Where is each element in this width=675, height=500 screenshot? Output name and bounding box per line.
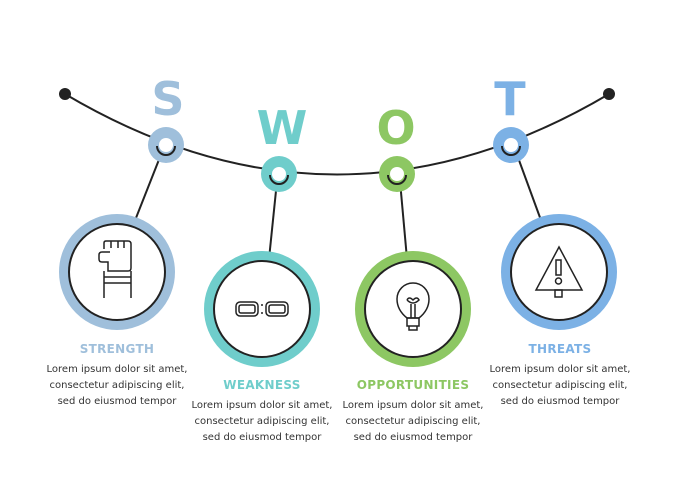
letter-s: S (151, 72, 185, 126)
circle-opportunities (355, 251, 471, 367)
opportunities-text-line: Lorem ipsum dolor sit amet, (342, 400, 484, 411)
circle-weakness (204, 251, 320, 367)
opportunities-title: OPPORTUNITIES (356, 378, 470, 392)
fist-icon (98, 240, 132, 298)
threats-text-line: sed do eiusmod tempor (500, 396, 620, 407)
threats-text-line: Lorem ipsum dolor sit amet, (489, 364, 631, 375)
strength-text-line: consectetur adipiscing elit, (49, 380, 185, 391)
circle-strength (59, 214, 175, 330)
strength-text-line: Lorem ipsum dolor sit amet, (46, 364, 188, 375)
weakness-text-line: Lorem ipsum dolor sit amet, (191, 400, 333, 411)
threats-title: THREATS (528, 342, 592, 356)
connector-t (515, 151, 543, 224)
node-o (379, 156, 415, 192)
weakness-title: WEAKNESS (223, 378, 301, 392)
opportunities-block: OPPORTUNITIES Lorem ipsum dolor sit amet… (338, 378, 488, 446)
connecting-curve (64, 93, 610, 176)
connector-s (133, 151, 163, 224)
letter-o: O (376, 101, 416, 155)
warning-icon (534, 245, 584, 298)
right-end-dot (603, 88, 615, 100)
weakness-block: WEAKNESS Lorem ipsum dolor sit amet, con… (187, 378, 337, 446)
left-end-dot (59, 88, 71, 100)
strength-block: STRENGTH Lorem ipsum dolor sit amet, con… (42, 342, 192, 410)
weakness-text-line: consectetur adipiscing elit, (194, 416, 330, 427)
letter-w: W (256, 101, 308, 155)
strength-title: STRENGTH (79, 342, 155, 356)
connector-w (268, 180, 278, 260)
strength-text-line: sed do eiusmod tempor (57, 396, 177, 407)
connector-o (399, 180, 408, 260)
node-w (261, 156, 297, 192)
lightbulb-icon (396, 282, 430, 331)
opportunities-text-line: consectetur adipiscing elit, (345, 416, 481, 427)
opportunities-text-line: sed do eiusmod tempor (353, 432, 473, 443)
broken-chain-icon (235, 301, 289, 317)
letter-t: T (494, 72, 526, 126)
threats-text-line: consectetur adipiscing elit, (492, 380, 628, 391)
circle-threats (501, 214, 617, 330)
node-t (493, 127, 529, 163)
node-s (148, 127, 184, 163)
threats-block: THREATS Lorem ipsum dolor sit amet, cons… (485, 342, 635, 410)
weakness-text-line: sed do eiusmod tempor (202, 432, 322, 443)
